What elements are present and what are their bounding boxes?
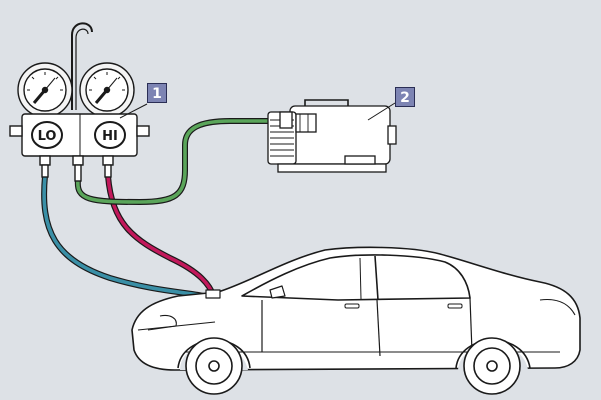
low-valve-knob: LO <box>31 121 63 149</box>
rear-wheel <box>463 337 521 395</box>
high-valve-knob: HI <box>94 121 126 149</box>
hanger-hook <box>71 22 93 110</box>
service-ports <box>205 289 221 299</box>
front-wheel <box>185 337 243 395</box>
high-pressure-gauge <box>79 62 135 118</box>
manifold-gauge-set: LO HI <box>9 22 150 182</box>
car-body <box>131 246 581 371</box>
high-pressure-label: HI <box>102 129 118 144</box>
callout-1-leader <box>119 103 148 119</box>
vacuum-hose-color <box>76 119 285 204</box>
port-fittings <box>39 155 114 182</box>
pump-handle <box>304 99 349 106</box>
callout-badge-1: 1 <box>147 83 167 103</box>
callout-2-leader <box>367 102 396 121</box>
low-pressure-hose <box>41 173 213 301</box>
pump-base <box>277 163 387 173</box>
high-pressure-hose-color <box>106 174 216 299</box>
low-pressure-gauge <box>17 62 73 118</box>
low-pressure-label: LO <box>38 129 57 144</box>
car-illustration <box>131 246 581 395</box>
callout-badge-2: 2 <box>395 87 415 107</box>
hoses <box>41 118 286 301</box>
low-pressure-hose-color <box>42 174 212 300</box>
car-windows <box>241 254 471 301</box>
vacuum-pump <box>267 99 397 173</box>
